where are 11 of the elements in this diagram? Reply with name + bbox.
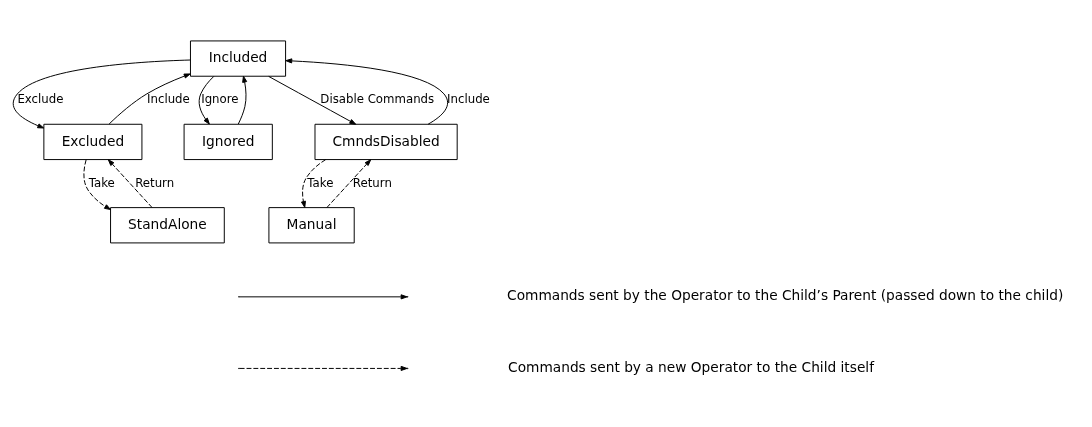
edge-label: Disable Commands xyxy=(320,92,435,107)
edge-label: Take xyxy=(88,175,115,190)
edge-label: Return xyxy=(135,175,175,190)
legend-label: Commands sent by a new Operator to the Child itself xyxy=(508,359,874,376)
edge-label: Include xyxy=(447,92,490,107)
edge-label: Return xyxy=(352,175,392,190)
edge-label: Exclude xyxy=(17,92,64,107)
legend-label: Commands sent by the Operator to the Child’s Parent (passed down to the child) xyxy=(507,287,1064,304)
edge-label: Include xyxy=(147,92,190,107)
edge-label: Ignore xyxy=(201,92,239,107)
edge-label: Take xyxy=(307,175,334,190)
